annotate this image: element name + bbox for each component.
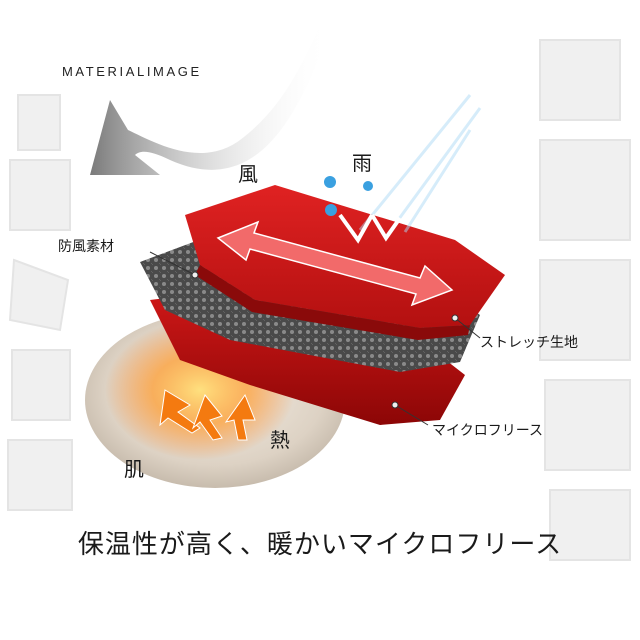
- windproof-label: 防風素材: [58, 239, 114, 255]
- headline: 保温性が高く、暖かいマイクロフリース: [77, 530, 563, 560]
- leader-lines: [149, 251, 481, 426]
- skin-label: 肌: [124, 457, 144, 481]
- rain-streaks: [338, 94, 482, 244]
- rain-label: 雨: [352, 151, 372, 175]
- raindrop-icon: [324, 176, 373, 216]
- material-image-title: MATERIALIMAGE: [62, 64, 202, 79]
- heat-arrow-icon: [159, 389, 256, 441]
- microfleece-label: マイクロフリース: [432, 423, 544, 439]
- heat-label: 熱: [270, 428, 290, 452]
- stretch-label: ストレッチ生地: [480, 335, 578, 351]
- watermark-letters: [7, 39, 631, 561]
- wind-label: 風: [238, 162, 258, 186]
- wind-arrow-icon: [90, 25, 330, 175]
- double-arrow-icon: [216, 220, 454, 307]
